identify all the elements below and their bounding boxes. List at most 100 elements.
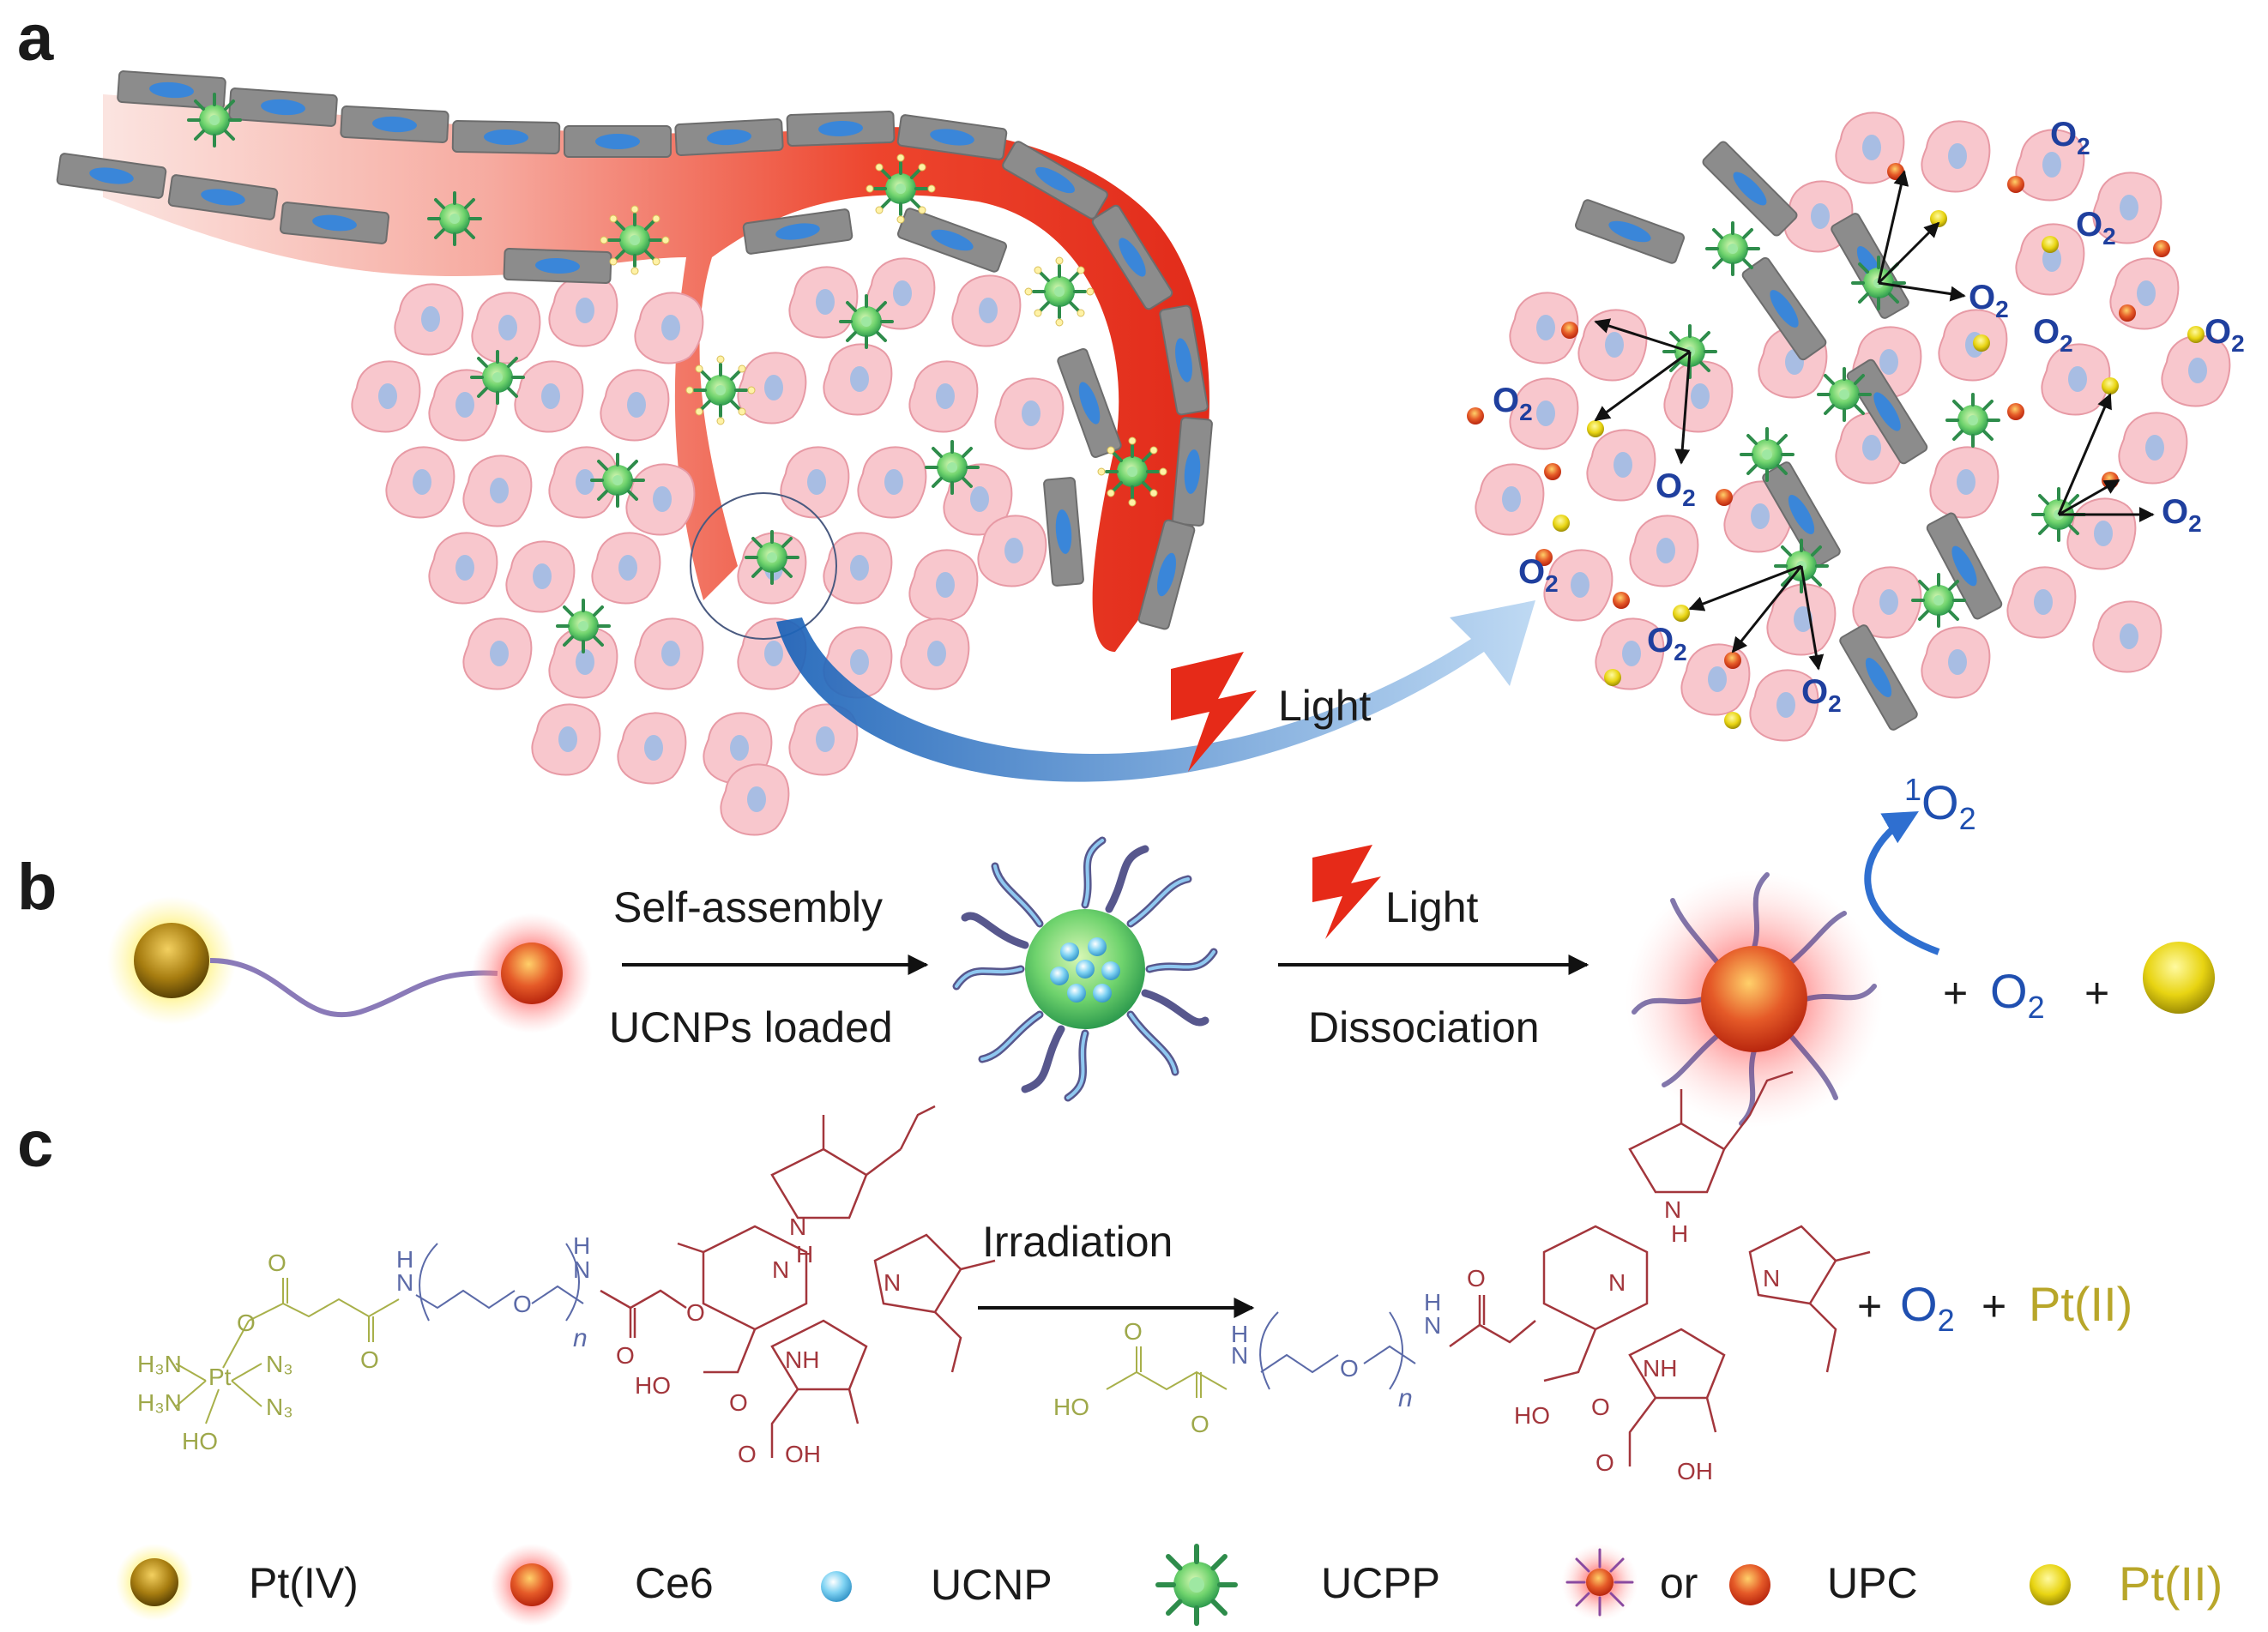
ucnps-loaded-label: UCNPs loaded bbox=[609, 1003, 893, 1051]
peg-linker bbox=[209, 958, 498, 1018]
legend-label-ce6: Ce6 bbox=[635, 1559, 714, 1607]
svg-text:O: O bbox=[268, 1250, 287, 1276]
svg-text:O2: O2 bbox=[1493, 382, 1533, 425]
svg-text:n: n bbox=[573, 1324, 588, 1352]
svg-text:H: H bbox=[1424, 1289, 1441, 1316]
svg-text:O2: O2 bbox=[2033, 313, 2073, 357]
ucpp-micelle-icon bbox=[952, 836, 1218, 1102]
pt-ii-label-c: Pt(II) bbox=[2029, 1277, 2132, 1331]
svg-text:O2: O2 bbox=[1647, 622, 1687, 665]
svg-text:N: N bbox=[1424, 1312, 1441, 1339]
svg-text:N: N bbox=[1664, 1196, 1681, 1223]
upc-product-icon bbox=[1626, 870, 1883, 1128]
svg-text:O: O bbox=[1591, 1394, 1610, 1420]
svg-text:O: O bbox=[360, 1346, 379, 1373]
svg-text:H: H bbox=[1231, 1321, 1248, 1347]
panel-a-tumor-tissue: Light bbox=[56, 69, 2245, 836]
legend: Pt(IV) Ce6 UCNP UCPP or UPC Pt(II) bbox=[116, 1544, 2223, 1626]
pt-iv-sphere-icon bbox=[134, 923, 209, 998]
svg-text:Pt: Pt bbox=[208, 1364, 232, 1390]
svg-text:O2: O2 bbox=[1969, 279, 2009, 322]
lightning-icon bbox=[1171, 652, 1257, 772]
irradiation-label: Irradiation bbox=[982, 1218, 1173, 1266]
light-label-a: Light bbox=[1278, 682, 1372, 730]
legend-label-pt-ii: Pt(II) bbox=[2119, 1557, 2223, 1611]
svg-text:OH: OH bbox=[1677, 1458, 1713, 1484]
legend-label-ucnp: UCNP bbox=[931, 1561, 1053, 1609]
panel-b-scheme: Self-assembly UCNPs loaded bbox=[107, 772, 2215, 1128]
svg-text:H₃N: H₃N bbox=[137, 1351, 182, 1377]
svg-text:N: N bbox=[772, 1256, 789, 1283]
dissociation-label: Dissociation bbox=[1308, 1003, 1540, 1051]
svg-text:O2: O2 bbox=[1656, 467, 1696, 511]
panel-c-chemistry: H₃N H₃N Pt N₃ N₃ HO O O O N H O n N H bbox=[137, 1070, 2132, 1484]
svg-text:HO: HO bbox=[635, 1372, 671, 1399]
svg-text:N: N bbox=[1231, 1342, 1248, 1369]
svg-text:N: N bbox=[573, 1256, 590, 1283]
legend-label-upc: UPC bbox=[1827, 1559, 1918, 1607]
plus-1-b: + bbox=[1943, 969, 1968, 1017]
upc-burst-icon bbox=[1561, 1544, 1638, 1621]
lightning-icon-b bbox=[1312, 845, 1381, 939]
pt-iv-sphere-icon bbox=[130, 1558, 178, 1606]
svg-text:N: N bbox=[884, 1269, 901, 1296]
pt-iv-complex bbox=[175, 1278, 400, 1424]
ucpp-nanoparticle-icon bbox=[1158, 1546, 1235, 1623]
svg-text:HO: HO bbox=[182, 1428, 218, 1454]
svg-text:O: O bbox=[1340, 1355, 1359, 1382]
svg-text:O: O bbox=[616, 1342, 635, 1369]
legend-label-or: or bbox=[1660, 1559, 1698, 1607]
svg-text:HO: HO bbox=[1053, 1394, 1089, 1420]
released-succinate bbox=[1106, 1346, 1227, 1398]
panel-label-b: b bbox=[17, 851, 57, 924]
svg-text:N₃: N₃ bbox=[266, 1351, 293, 1377]
ce6-sphere-icon bbox=[510, 1563, 553, 1606]
svg-text:N: N bbox=[396, 1269, 413, 1296]
plus-2-c: + bbox=[1981, 1282, 2006, 1330]
singlet-oxygen-arrow bbox=[1864, 811, 1940, 955]
ucnp-sphere-icon bbox=[821, 1571, 852, 1602]
svg-text:O2: O2 bbox=[1801, 673, 1842, 717]
peg-chain-right bbox=[1259, 1311, 1416, 1390]
zoomed-tumor-region: O2 O2 O2 O2 O2 O2 O2 O2 O2 O2 O2 bbox=[1467, 111, 2245, 742]
svg-text:N: N bbox=[1608, 1269, 1626, 1296]
svg-text:N₃: N₃ bbox=[266, 1394, 293, 1420]
svg-text:O: O bbox=[237, 1310, 256, 1336]
svg-text:N: N bbox=[789, 1213, 806, 1240]
svg-text:O: O bbox=[729, 1389, 748, 1416]
plus-2-b: + bbox=[2084, 969, 2109, 1017]
light-label-b: Light bbox=[1385, 883, 1479, 931]
pt-ii-sphere-icon bbox=[2143, 942, 2215, 1014]
ce6-structure-left bbox=[600, 1105, 996, 1458]
svg-text:O2: O2 bbox=[2076, 206, 2116, 250]
panel-label-c: c bbox=[17, 1108, 53, 1181]
svg-text:O: O bbox=[1595, 1449, 1614, 1476]
svg-text:H: H bbox=[396, 1246, 413, 1273]
svg-text:NH: NH bbox=[1643, 1355, 1677, 1382]
svg-text:O: O bbox=[738, 1441, 757, 1467]
svg-text:H₃N: H₃N bbox=[137, 1389, 182, 1416]
svg-text:H: H bbox=[1671, 1220, 1688, 1247]
ce6-sphere-icon bbox=[501, 942, 563, 1004]
panel-label-a: a bbox=[17, 2, 54, 75]
legend-label-pt-iv: Pt(IV) bbox=[249, 1559, 359, 1607]
svg-text:O: O bbox=[1124, 1318, 1143, 1345]
svg-text:O: O bbox=[1191, 1411, 1209, 1437]
o2-labels: O2 O2 O2 O2 O2 O2 O2 O2 O2 O2 O2 bbox=[1493, 116, 2245, 717]
svg-text:O2: O2 bbox=[2162, 493, 2202, 537]
svg-text:HO: HO bbox=[1514, 1402, 1550, 1429]
legend-label-ucpp: UCPP bbox=[1321, 1559, 1440, 1607]
svg-text:n: n bbox=[1398, 1384, 1413, 1412]
pt-iv-atoms: H₃N H₃N Pt N₃ N₃ HO O O O bbox=[137, 1250, 379, 1454]
plus-1-c: + bbox=[1857, 1282, 1882, 1330]
svg-text:O: O bbox=[1467, 1265, 1486, 1292]
svg-text:O2: O2 bbox=[2050, 116, 2090, 160]
release-arrows bbox=[1594, 170, 2155, 671]
svg-text:O2: O2 bbox=[1518, 553, 1559, 597]
peg-chain-left bbox=[415, 1243, 584, 1322]
singlet-oxygen-label: 1O2 bbox=[1904, 772, 1976, 836]
svg-text:H: H bbox=[796, 1241, 813, 1268]
svg-text:N: N bbox=[1763, 1265, 1780, 1292]
zoom-arrow bbox=[776, 600, 1535, 782]
ce6-structure-right bbox=[1449, 1070, 1871, 1466]
